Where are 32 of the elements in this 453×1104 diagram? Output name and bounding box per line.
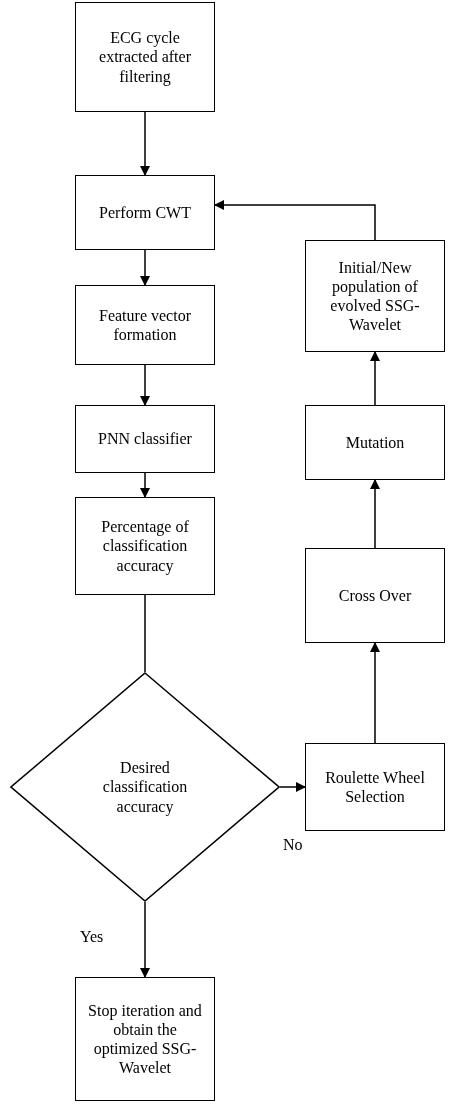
node-text: ECG cycle extracted after filtering: [98, 28, 192, 86]
node-text: PNN classifier: [97, 429, 193, 449]
arrow: [370, 351, 380, 406]
process-box: [75, 285, 215, 365]
node-text: Perform CWT: [98, 202, 192, 223]
arrow: [140, 901, 150, 978]
node-text: Percentage of classification accuracy: [100, 517, 190, 575]
arrow: [370, 642, 380, 744]
node-text: Cross Over: [337, 585, 413, 606]
arrow: [140, 249, 150, 286]
process-box: [75, 977, 215, 1101]
process-box: [305, 548, 445, 643]
process-box: [305, 405, 445, 480]
node-text: Desired classification accuracy: [101, 758, 189, 816]
process-box: [75, 175, 215, 250]
node-text: Stop iteration and obtain the optimized SSG-Wavelet: [87, 1000, 203, 1078]
process-box: [75, 2, 215, 112]
node-text: Feature vector formation: [98, 305, 192, 345]
arrow: [140, 364, 150, 406]
node-text: Roulette Wheel Selection: [324, 767, 426, 807]
arrow: [214, 200, 376, 241]
arrow: [140, 472, 150, 498]
node-text: Mutation: [344, 432, 406, 453]
arrow: [279, 782, 306, 792]
decision-diamond: [10, 672, 280, 902]
process-box: [75, 497, 215, 595]
process-box: [305, 240, 445, 352]
process-box: [75, 405, 215, 473]
arrow: [370, 479, 380, 549]
process-box: [305, 743, 445, 831]
node-text: Initial/New population of evolved SSG-Wavelet: [329, 257, 421, 335]
arrow: [140, 111, 150, 176]
